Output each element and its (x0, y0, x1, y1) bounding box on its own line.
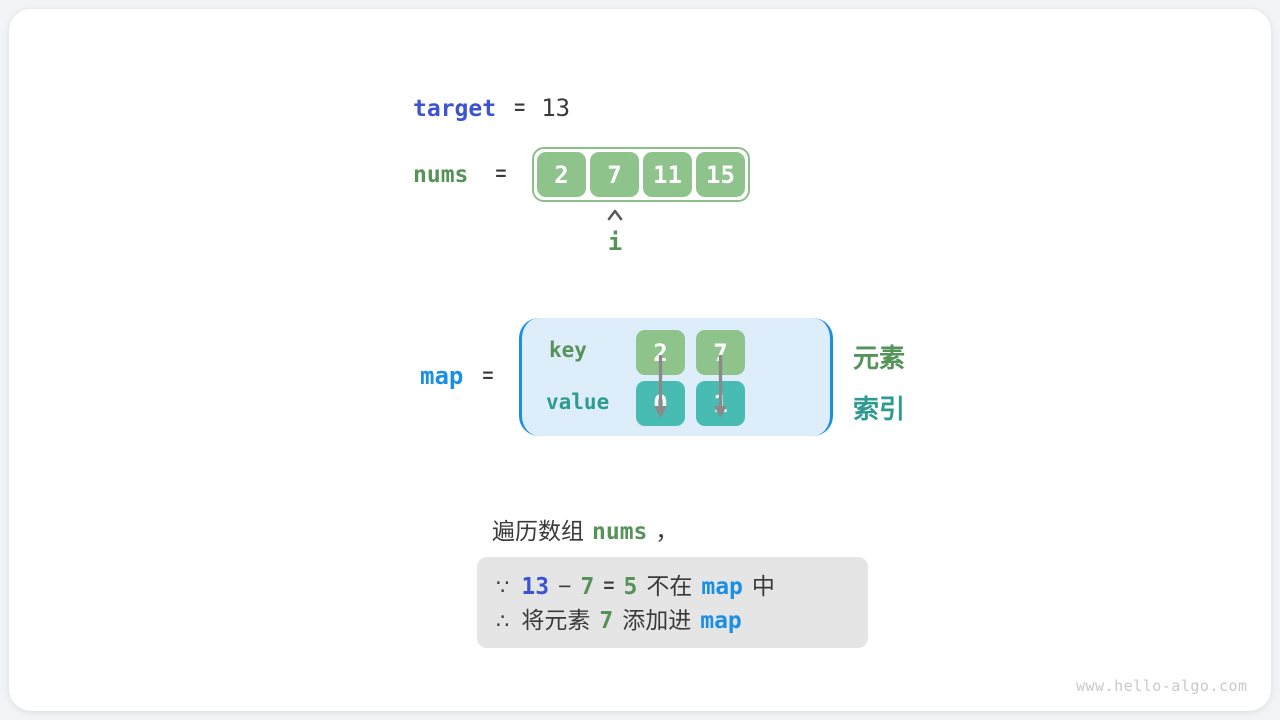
nums-cell-0: 2 (537, 152, 586, 197)
because-symbol: ∵ (496, 576, 510, 599)
map-equals: = (482, 366, 494, 387)
note-add-middle: 添加进 (622, 607, 692, 633)
map-line-label: map = (420, 362, 493, 391)
note-subtrahend: 7 (580, 574, 595, 600)
nums-cell-2: 11 (643, 152, 692, 197)
note-add-prefix: 将元素 (521, 607, 591, 633)
caption-line: 遍历数组 nums ， (492, 512, 678, 546)
note-minus-sign: − (558, 573, 572, 599)
map-key-label: key (549, 338, 587, 362)
target-variable: target (413, 96, 497, 122)
target-value: 13 (541, 94, 571, 122)
map-value-cell-0: 0 (636, 381, 685, 426)
nums-line-label: nums = (413, 161, 507, 188)
nums-array: 2 7 11 15 (532, 147, 750, 202)
nums-equals: = (495, 164, 507, 185)
nums-variable: nums (413, 162, 469, 188)
target-equals: = (514, 98, 526, 119)
target-line: target = 13 (413, 94, 570, 122)
therefore-symbol: ∴ (496, 610, 510, 633)
caption-suffix: ， (655, 518, 679, 544)
caption-prefix: 遍历数组 (492, 518, 584, 544)
element-label: 元素 (853, 343, 906, 373)
nums-cell-1: 7 (590, 152, 639, 197)
map-value-label: value (546, 390, 610, 414)
nums-cell-3: 15 (696, 152, 745, 197)
index-label: 索引 (853, 394, 906, 424)
map-key-cell-0: 2 (636, 330, 685, 375)
note-equals-sign: = (603, 576, 615, 597)
map-container: key value 2 7 0 1 (519, 318, 833, 436)
caret-up-icon (600, 208, 630, 226)
note-map-ref-2: map (700, 608, 742, 634)
note-added-value: 7 (599, 608, 614, 634)
note-minuend: 13 (521, 574, 550, 600)
note-map-ref-1: map (701, 574, 743, 600)
caption-code-nums: nums (592, 519, 648, 545)
map-key-cell-1: 7 (696, 330, 745, 375)
index-pointer-label: i (607, 228, 623, 256)
map-value-cell-1: 1 (696, 381, 745, 426)
note-line-1: ∵ 13−7 = 5 不在 map 中 (496, 570, 868, 604)
map-variable: map (420, 362, 464, 390)
watermark: www.hello-algo.com (1076, 677, 1248, 695)
note-line-2: ∴ 将元素 7 添加进 map (496, 604, 868, 638)
note-not-in-text: 不在 (646, 573, 693, 599)
note-difference: 5 (623, 574, 638, 600)
note-in-suffix: 中 (751, 573, 775, 599)
